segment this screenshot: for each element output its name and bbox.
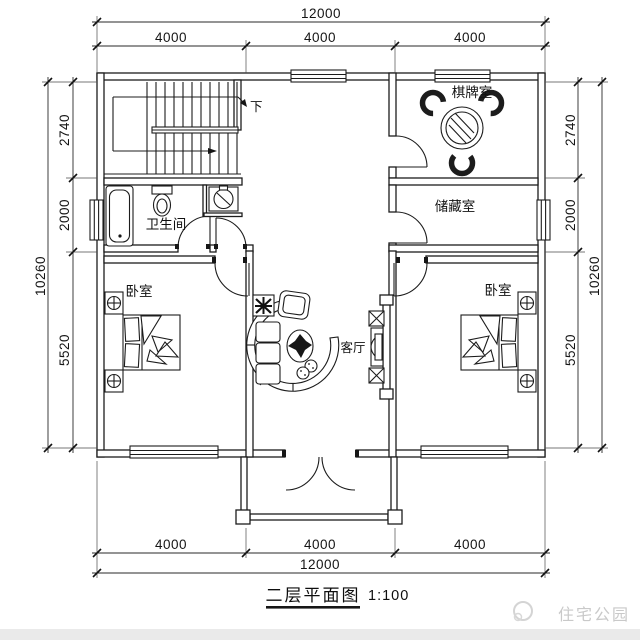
door-bedroom-right xyxy=(393,257,428,297)
room-label-bed-right: 卧室 xyxy=(485,282,512,298)
svg-text:4000: 4000 xyxy=(454,30,486,45)
window-bottom-bed-right xyxy=(420,445,509,459)
svg-text:5520: 5520 xyxy=(57,334,72,366)
dimension-left: 2740 2000 5520 10260 xyxy=(33,77,97,453)
dimension-right: 2740 2000 5520 10260 xyxy=(545,77,608,453)
room-label-bed-left: 卧室 xyxy=(126,283,153,299)
sofa-corner-seat xyxy=(277,290,311,320)
footstools xyxy=(296,359,318,380)
staircase-symbol xyxy=(104,82,247,175)
window-bottom-bed-left xyxy=(129,445,219,459)
drawing-title: 二层平面图 1:100 xyxy=(266,586,409,609)
washbasin xyxy=(202,184,243,218)
window-top-chess xyxy=(434,69,491,83)
stair-down-label: 下 xyxy=(250,100,263,114)
svg-text:2740: 2740 xyxy=(57,114,72,146)
room-label-bath: 卫生间 xyxy=(146,217,187,232)
bathtub xyxy=(105,185,134,247)
svg-text:4000: 4000 xyxy=(454,537,486,552)
nightstands-right xyxy=(517,291,537,393)
tv-cabinet xyxy=(368,310,385,384)
svg-text:2000: 2000 xyxy=(563,199,578,231)
svg-text:2740: 2740 xyxy=(563,114,578,146)
dimension-top: 12000 4000 4000 4000 xyxy=(92,6,550,73)
sofa-seats xyxy=(255,321,281,385)
footer-strip xyxy=(0,629,640,640)
svg-text:5520: 5520 xyxy=(563,334,578,366)
title-scale: 1:100 xyxy=(368,588,409,604)
door-storage-room xyxy=(395,211,428,244)
room-label-storage: 储藏室 xyxy=(435,198,476,214)
room-label-living: 客厅 xyxy=(340,340,365,355)
door-chess-room xyxy=(395,135,428,168)
dimension-bottom: 4000 4000 4000 12000 xyxy=(92,461,550,578)
nightstands-left xyxy=(104,291,124,393)
svg-text:4000: 4000 xyxy=(155,30,187,45)
bed-symbol-left xyxy=(122,314,181,371)
svg-text:4000: 4000 xyxy=(304,537,336,552)
balcony xyxy=(235,456,403,525)
toilet xyxy=(151,185,173,217)
mahjong-table xyxy=(440,106,484,150)
svg-text:2000: 2000 xyxy=(57,199,72,231)
plant xyxy=(252,294,275,317)
window-right-storage xyxy=(536,199,551,241)
door-bedroom-left xyxy=(212,257,250,297)
coffee-table xyxy=(286,329,314,363)
watermark: 住宅公园 xyxy=(513,601,630,624)
svg-text:10260: 10260 xyxy=(587,256,602,296)
entry-french-door xyxy=(282,450,359,491)
bed-symbol-right xyxy=(460,314,519,371)
window-left-bath xyxy=(89,199,104,241)
watermark-text: 住宅公园 xyxy=(558,606,630,624)
svg-text:4000: 4000 xyxy=(155,537,187,552)
svg-text:10260: 10260 xyxy=(33,256,48,296)
watermark-logo-icon xyxy=(513,601,533,621)
room-label-chess: 棋牌室 xyxy=(452,84,493,100)
svg-text:12000: 12000 xyxy=(300,557,340,572)
chairs xyxy=(419,89,505,177)
title-text: 二层平面图 xyxy=(266,586,361,605)
svg-text:12000: 12000 xyxy=(301,6,341,21)
window-top-hall xyxy=(290,69,347,83)
svg-text:4000: 4000 xyxy=(304,30,336,45)
